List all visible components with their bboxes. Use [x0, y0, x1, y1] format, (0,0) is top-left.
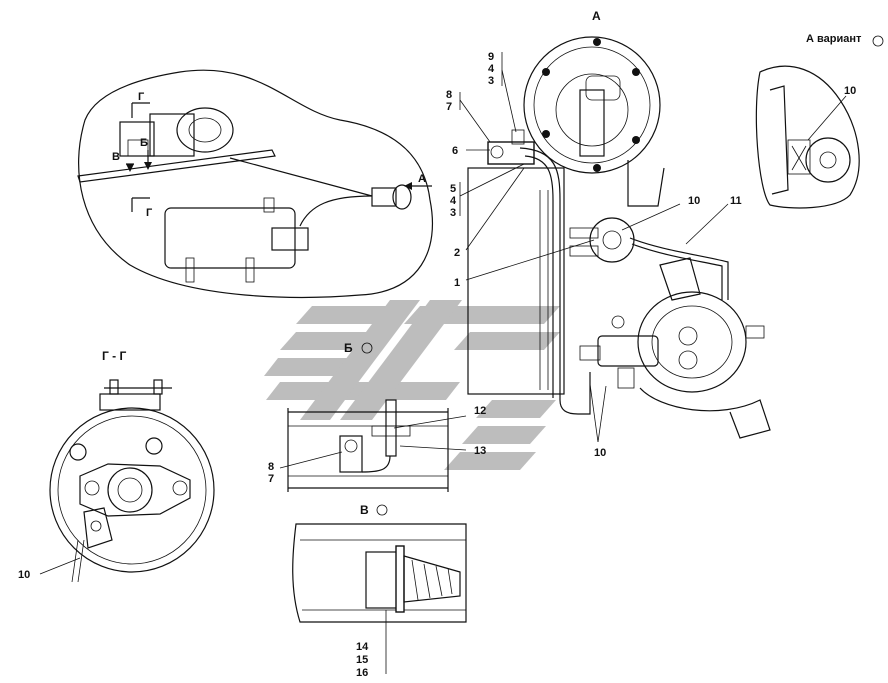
callout-1: 1: [454, 277, 460, 289]
callout-8: 8: [446, 89, 452, 101]
marker-b: Б: [140, 137, 148, 149]
callout-10: 10: [688, 195, 700, 207]
callout-2: 2: [454, 247, 460, 259]
view-a-assembly: [467, 36, 771, 439]
watermark-logo: [264, 300, 560, 470]
callout-4: 4: [450, 195, 457, 207]
view-marker-circle: [872, 35, 884, 47]
callout-4: 4: [488, 63, 495, 75]
label-section-g-g: Г - Г: [102, 349, 126, 363]
label-view-a: А: [592, 9, 601, 23]
section-g-g: [49, 379, 215, 583]
callout-7: 7: [268, 473, 274, 485]
callout-14: 14: [356, 641, 369, 653]
callout-9: 9: [488, 51, 494, 63]
callout-16: 16: [356, 667, 368, 679]
label-view-v: В: [360, 503, 369, 517]
leader-lines: [39, 52, 847, 674]
callout-5: 5: [450, 183, 456, 195]
callout-10: 10: [18, 569, 30, 581]
overview-bubble: [77, 69, 434, 298]
view-b-pipe: [287, 399, 449, 492]
callout-8: 8: [268, 461, 274, 473]
callout-3: 3: [488, 75, 494, 87]
marker-a: А: [418, 173, 426, 185]
marker-g-top: Г: [138, 91, 145, 103]
marker-g-bottom: Г: [146, 207, 153, 219]
callout-12: 12: [474, 405, 486, 417]
callout-6: 6: [452, 145, 458, 157]
callout-7: 7: [446, 101, 452, 113]
callout-15: 15: [356, 654, 368, 666]
callout-3: 3: [450, 207, 456, 219]
callout-10: 10: [844, 85, 856, 97]
label-view-a-variant: А вариант: [806, 33, 862, 45]
callout-11: 11: [730, 195, 742, 207]
callout-10: 10: [594, 447, 606, 459]
marker-v: В: [112, 151, 120, 163]
callout-13: 13: [474, 445, 486, 457]
view-marker-circle: [361, 342, 373, 354]
view-a-variant: [755, 65, 860, 209]
label-view-b: Б: [344, 341, 353, 355]
view-v-pipe: [292, 523, 467, 623]
view-marker-circle: [376, 504, 388, 516]
